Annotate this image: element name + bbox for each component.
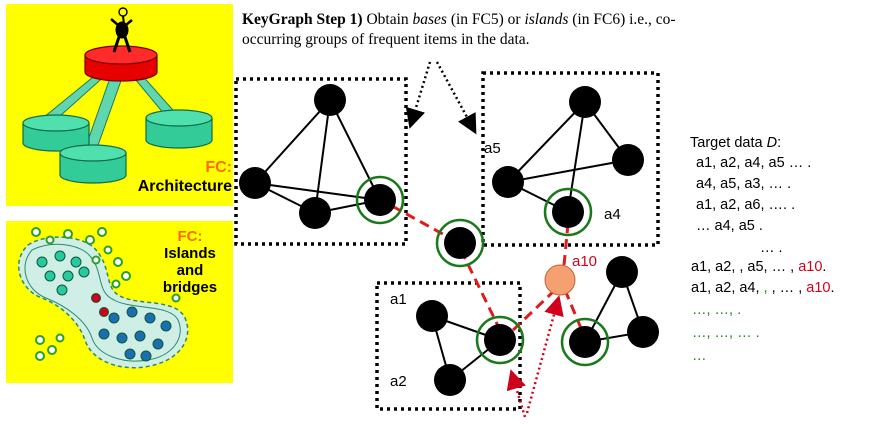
islands-label: FC: Islands and bridges xyxy=(150,228,230,296)
title-text-3: (in FC6) i.e., co- xyxy=(568,11,676,28)
row-a10: a10 xyxy=(798,259,823,275)
data-row-green: … xyxy=(692,348,707,364)
label-a4: a4 xyxy=(604,206,621,223)
islands-fc-prefix: FC: xyxy=(177,228,203,245)
node xyxy=(569,86,601,118)
node xyxy=(444,227,476,259)
step-title-line-1: KeyGraph Step 1) Obtain bases (in FC5) o… xyxy=(242,11,676,29)
graph-nodes xyxy=(239,84,659,396)
architecture-cylinders xyxy=(22,109,213,184)
node xyxy=(606,256,638,288)
label-a2: a2 xyxy=(390,373,407,390)
node xyxy=(612,144,644,176)
node xyxy=(492,166,524,198)
row-tail: . xyxy=(822,259,827,275)
a10-node xyxy=(544,264,576,296)
heading-prefix: Target data xyxy=(690,135,767,151)
architecture-label: FC: Architecture xyxy=(112,158,232,196)
islands-line-1: Islands xyxy=(164,245,216,262)
row-a10: a10 xyxy=(806,280,831,296)
architecture-top-platform xyxy=(84,45,158,82)
person-icon xyxy=(110,7,133,53)
node xyxy=(299,197,331,229)
node xyxy=(552,196,584,228)
data-row: a1, a2, , a5, … , a10. xyxy=(691,259,826,275)
node xyxy=(239,167,271,199)
islands-line-2: and xyxy=(176,262,204,279)
base-box-left xyxy=(234,77,408,246)
data-row: a1, a2, a4, , , … , a10. xyxy=(691,280,835,296)
step-title-line-2: occurring groups of frequent items in th… xyxy=(242,31,530,48)
base-box-bottom xyxy=(375,281,522,411)
node xyxy=(314,84,346,116)
row-text: a1, a2, a4, xyxy=(691,280,764,296)
node xyxy=(569,326,601,358)
islands-panel xyxy=(6,221,233,383)
label-a1: a1 xyxy=(390,291,407,308)
title-text-2: (in FC5) or xyxy=(446,11,525,28)
row-text: a1, a2, , a5, … , xyxy=(691,259,799,275)
islands-line-3: bridges xyxy=(162,279,218,296)
node xyxy=(434,364,466,396)
island-region xyxy=(17,236,189,369)
node xyxy=(364,184,396,216)
data-row: … . xyxy=(760,240,783,256)
data-row-green: …, …, … . xyxy=(692,325,760,341)
dotted-boxes xyxy=(234,71,660,411)
row-text-2: , … , xyxy=(767,280,807,296)
scattered-items xyxy=(31,227,181,361)
title-islands: islands xyxy=(524,11,569,28)
node xyxy=(484,324,516,356)
island-items xyxy=(36,250,172,362)
title-arrows xyxy=(405,61,477,135)
node xyxy=(627,316,659,348)
architecture-panel xyxy=(6,4,233,206)
data-row: a1, a2, a6, …. . xyxy=(696,197,796,213)
node xyxy=(416,300,448,332)
data-row: a1, a2, a4, a5 … . xyxy=(696,155,812,171)
title-bases: bases xyxy=(412,11,447,28)
data-row: … a4, a5 . xyxy=(696,218,763,234)
data-row: a4, a5, a3, … . xyxy=(696,176,792,192)
base-box-right xyxy=(481,71,660,247)
architecture-title: Architecture xyxy=(137,178,232,195)
step-title-bold: KeyGraph Step 1) xyxy=(242,11,363,28)
bridge-highlight-circles xyxy=(355,175,610,367)
heading-var: D xyxy=(766,135,778,151)
architecture-fc-prefix: FC: xyxy=(205,159,232,176)
heading-suffix: : xyxy=(777,135,782,151)
label-a10: a10 xyxy=(572,253,598,270)
row-tail: . xyxy=(830,280,835,296)
label-a5: a5 xyxy=(484,140,501,157)
row-green: , xyxy=(763,280,768,296)
data-row-green: …, …, . xyxy=(692,302,742,318)
target-data-heading: Target data D: xyxy=(690,135,781,151)
title-text-1: Obtain xyxy=(362,11,413,28)
